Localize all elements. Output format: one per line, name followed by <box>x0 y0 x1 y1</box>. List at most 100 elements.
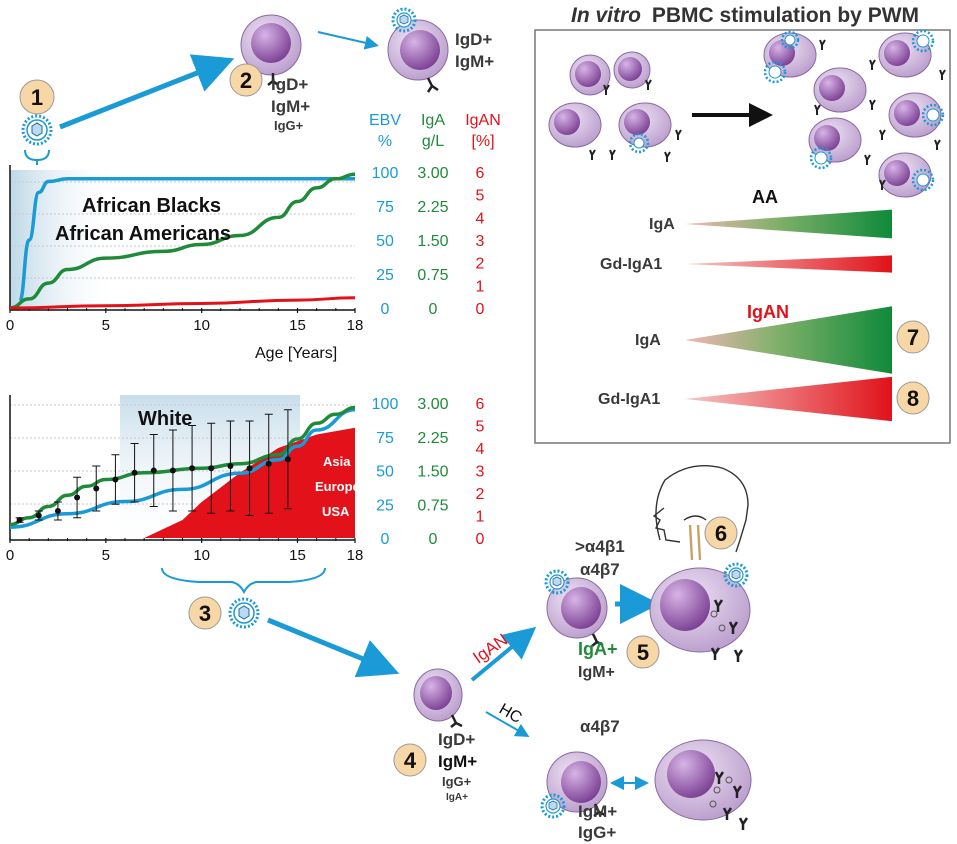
igan-axis-label: 0 <box>476 301 485 318</box>
integrin-label-1: >α4β1 <box>575 537 625 556</box>
aa-iga-label: IgA <box>649 216 675 233</box>
step-5-badge <box>626 635 660 669</box>
mean-point <box>265 460 272 467</box>
mean-point <box>189 465 196 472</box>
arrow-igan-path <box>470 626 537 682</box>
series-ebv-line <box>9 408 356 529</box>
ebv-axis-label: 100 <box>372 165 399 182</box>
wedge-aa-gdiga1 <box>685 255 892 273</box>
b-cell-naive-icon <box>240 14 302 86</box>
panel-title-main: PBMC stimulation by PWM <box>652 4 919 27</box>
igan-axis-label: 3 <box>476 464 485 481</box>
mean-point <box>74 494 81 501</box>
hc-isotype-1: IgM+ <box>578 802 617 821</box>
chart1-gridlines <box>10 181 355 279</box>
step-2-number: 2 <box>240 68 252 93</box>
wedge-igan-iga <box>685 306 892 374</box>
step-5-group: >α4β1 α4β7 IgA+ IgM+ 5 6 <box>544 465 751 681</box>
chart1-xlabel: Age [Years] <box>255 345 337 362</box>
mean-point <box>227 463 234 469</box>
step-1-number: 1 <box>31 85 43 110</box>
region-label-europe: Europe <box>315 479 360 494</box>
cell2-label-3: IgG+ <box>274 118 304 133</box>
x-tick-label: 10 <box>193 317 210 334</box>
mean-point <box>35 512 42 519</box>
b-cell-step4-icon <box>413 668 463 728</box>
x-tick-label: 18 <box>347 547 364 564</box>
axis-headers: EBV % IgA g/L IgAN [%] <box>369 112 501 150</box>
chart1-title: African Blacks <box>82 195 221 217</box>
mean-point <box>208 465 215 472</box>
iga-axis-label: 0.75 <box>417 497 448 514</box>
hc-arrow-label: HC <box>496 701 525 727</box>
iga-axis-label: 1.50 <box>417 233 448 250</box>
ebv-header: EBV <box>369 112 401 129</box>
series-igan-line <box>9 296 356 310</box>
igan-axis-label: 5 <box>476 419 485 436</box>
mean-point <box>112 476 119 483</box>
ebv-axis-label: 75 <box>376 199 394 216</box>
igan-axis-label: 4 <box>476 441 485 458</box>
x-tick-label: 5 <box>102 547 110 564</box>
group-aa-label: AA <box>752 187 778 207</box>
step-7-badge <box>896 320 930 354</box>
hc-branch-group: α4β7 IgM+ IgG+ <box>540 717 752 842</box>
arrow-to-step-4 <box>267 617 400 678</box>
ebv-axis-label: 25 <box>376 267 394 284</box>
b-cell-igan-icon <box>544 569 608 647</box>
cell4-label-3: IgG+ <box>442 774 472 789</box>
ebv-axis-label: 0 <box>381 531 390 548</box>
x-tick-label: 5 <box>102 317 110 334</box>
mean-point <box>150 467 157 474</box>
wedge-aa-iga <box>685 209 892 239</box>
ebv-axis-label: 50 <box>376 233 394 250</box>
iga-header-unit: g/L <box>422 133 444 150</box>
mean-point <box>284 456 291 463</box>
step-3-brace <box>161 567 326 595</box>
step-1-brace <box>24 149 50 165</box>
iga-axis-label: 3.00 <box>417 396 448 413</box>
step-4-badge <box>393 743 427 777</box>
integrin-label-2: α4β7 <box>580 560 620 579</box>
ebv-axis-label: 75 <box>376 430 394 447</box>
panel-frame <box>534 29 951 444</box>
igan-axis-label: 6 <box>476 165 485 182</box>
plasma-cell-igan-icon <box>649 562 751 653</box>
plasma-cell-hc-icon <box>654 739 752 821</box>
iga-axis-label: 1.50 <box>417 464 448 481</box>
step-3-number: 3 <box>199 601 211 626</box>
igan-axis-label: 2 <box>476 486 485 503</box>
step-3-badge <box>188 596 222 630</box>
group-igan-label: IgAN <box>747 302 789 322</box>
cell2b-label-2: IgM+ <box>455 52 494 71</box>
step-8-badge <box>896 381 930 415</box>
chart2-title: White <box>138 408 192 430</box>
iga-axis-label: 3.00 <box>417 165 448 182</box>
step-4-number: 4 <box>404 748 417 773</box>
region-label-asia: Asia <box>323 454 351 469</box>
resting-cells-cluster <box>548 51 682 162</box>
antibody-icons-igan <box>710 599 744 662</box>
ebv-axis-label: 0 <box>381 301 390 318</box>
step-5-number: 5 <box>637 640 649 665</box>
x-tick-label: 15 <box>289 317 306 334</box>
cell5-label-1: IgA+ <box>578 639 618 659</box>
ebv-virus-icon-2 <box>228 597 260 629</box>
arrow-to-step-2 <box>59 54 235 130</box>
igan-axis-label: 6 <box>476 396 485 413</box>
cell4-label-1: IgD+ <box>438 730 475 749</box>
igan-iga-label: IgA <box>635 332 661 349</box>
step-3-group: 3 <box>161 567 400 678</box>
mean-point <box>54 508 61 514</box>
ebv-axis-label: 25 <box>376 497 394 514</box>
cell4-label-2: IgM+ <box>438 752 477 771</box>
ebv-axis-label: 100 <box>372 396 399 413</box>
ebv-virus-icon <box>21 114 53 146</box>
arrow-hc-path <box>485 711 530 737</box>
x-tick-label: 18 <box>347 317 364 334</box>
step-2-group: 2 IgD+ IgM+ IgG+ IgD+ IgM+ <box>229 7 494 133</box>
hc-isotype-2: IgG+ <box>578 823 616 842</box>
